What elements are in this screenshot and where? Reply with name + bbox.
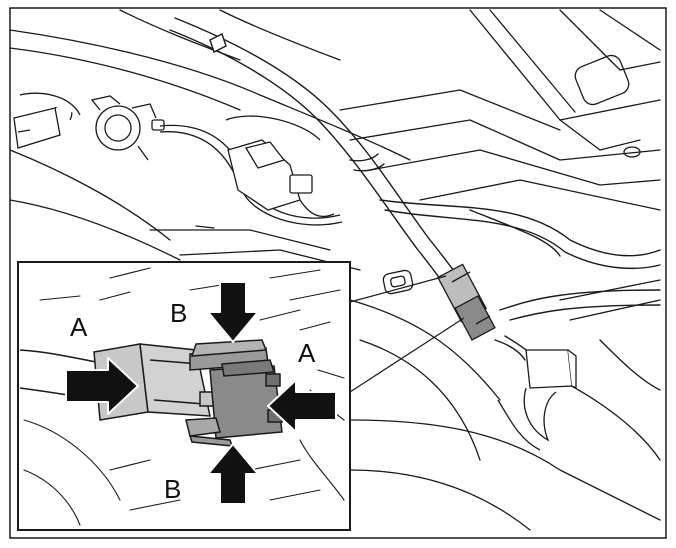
- arrow-a-right: [267, 379, 337, 433]
- callout-a-right: A: [298, 338, 316, 368]
- callout-b-top: B: [170, 298, 187, 328]
- main-wire-harness: [169, 17, 661, 361]
- inset-detail: A B A B: [17, 261, 351, 531]
- arrow-b-top: [207, 281, 259, 343]
- callout-a-left: A: [70, 312, 88, 342]
- bulb-socket-assembly: [13, 92, 165, 161]
- connector-female-housing: [185, 339, 283, 447]
- arrow-b-bottom: [207, 443, 259, 505]
- harness-tag: [497, 349, 577, 451]
- center-connector: [225, 115, 335, 218]
- press-arrows: [65, 281, 337, 505]
- callout-b-bottom: B: [164, 474, 181, 504]
- arrow-a-left: [65, 357, 139, 415]
- vehicle-body-lines: [9, 9, 661, 531]
- leader-line: [349, 317, 465, 393]
- leader-line-2: [349, 275, 447, 303]
- harness-connector: [437, 263, 496, 341]
